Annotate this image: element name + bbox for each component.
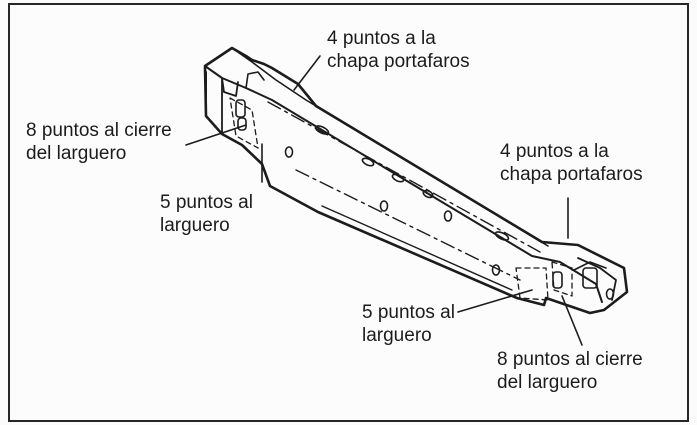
label-right-chapa-portafaros: 4 puntos a la chapa portafaros: [500, 140, 643, 186]
centerlines: [267, 101, 541, 281]
leader-bottom-cierre: [561, 295, 583, 346]
holes: [235, 99, 615, 300]
label-left-cierre-line2: del larguero: [26, 143, 127, 164]
label-bottom-puntos-larguero: 5 puntos al larguero: [362, 301, 455, 347]
label-top-chapa-line2: chapa portafaros: [327, 51, 470, 72]
leader-top-chapa: [293, 55, 321, 91]
leader-bottom-larguero: [457, 289, 533, 313]
label-bottom-cierre-larguero: 8 puntos al cierre del larguero: [497, 348, 643, 394]
label-left-cierre-line1: 8 puntos al cierre: [26, 120, 172, 141]
label-left-larguero-line1: 5 puntos al: [160, 192, 253, 213]
label-top-chapa-portafaros: 4 puntos a la chapa portafaros: [327, 27, 470, 73]
label-right-chapa-line2: chapa portafaros: [500, 164, 643, 185]
beam-outline: [203, 46, 629, 315]
label-right-chapa-line1: 4 puntos a la: [500, 141, 609, 162]
weld-zones: [229, 97, 573, 301]
label-bottom-larguero-line1: 5 puntos al: [362, 302, 455, 323]
label-top-chapa-line1: 4 puntos a la: [327, 28, 436, 49]
label-left-cierre-larguero: 8 puntos al cierre del larguero: [26, 119, 172, 165]
label-left-puntos-larguero: 5 puntos al larguero: [160, 191, 253, 237]
figure-frame: [8, 3, 689, 422]
label-bottom-cierre-line1: 8 puntos al cierre: [497, 349, 643, 370]
leader-left-cierre: [185, 124, 247, 146]
leader-lines: [185, 55, 583, 346]
label-left-larguero-line2: larguero: [160, 215, 230, 236]
label-bottom-larguero-line2: larguero: [362, 325, 432, 346]
label-bottom-cierre-line2: del larguero: [497, 372, 598, 393]
